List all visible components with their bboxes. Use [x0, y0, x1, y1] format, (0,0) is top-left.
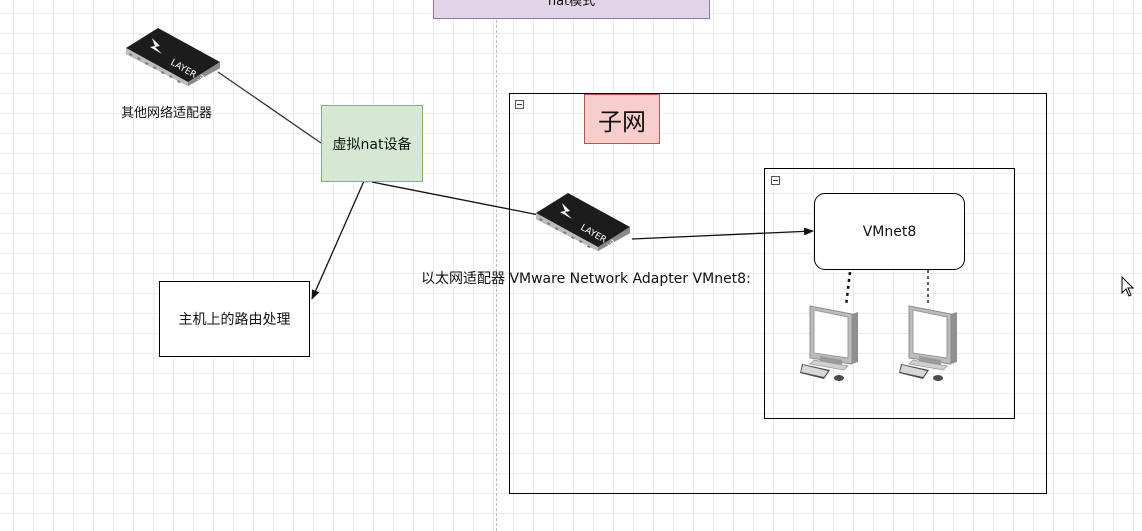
subnet-title-box[interactable]: 子网 [584, 94, 660, 144]
layer3-switch-icon[interactable]: LAYER 3 [122, 28, 222, 86]
desktop-computer-icon[interactable] [899, 304, 963, 384]
host-routing-label: 主机上的路由处理 [178, 312, 291, 328]
subnet-container[interactable] [509, 93, 1047, 494]
nat-mode-title-label: nat模式 [547, 0, 596, 9]
layer3-switch-icon[interactable]: LAYER 3 [532, 193, 632, 251]
ethernet-adapter-label: 以太网适配器 VMware Network Adapter VMnet8: [421, 271, 751, 287]
mouse-cursor-icon [1121, 276, 1135, 297]
edge-vmnet8-to-pc-left [844, 271, 852, 307]
vertical-divider [496, 0, 497, 531]
vmnet8-label: VMnet8 [862, 223, 917, 240]
nat-mode-title-box[interactable]: nat模式 [433, 0, 710, 19]
subnet-title-label: 子网 [598, 107, 646, 136]
edge-nat-to-ethernet-switch [371, 181, 545, 217]
virtual-nat-device-node[interactable]: 虚拟nat设备 [321, 105, 423, 182]
edge-nat-to-host-routing [311, 180, 365, 300]
edge-ethernet-switch-to-vmnet8 [631, 227, 814, 240]
vmnet8-container[interactable] [764, 168, 1015, 419]
host-routing-node[interactable]: 主机上的路由处理 [159, 281, 310, 357]
vmnet8-container-collapse-button[interactable] [771, 176, 780, 185]
subnet-collapse-button[interactable] [515, 100, 524, 109]
virtual-nat-device-label: 虚拟nat设备 [332, 136, 412, 153]
desktop-computer-icon[interactable] [800, 304, 864, 384]
vmnet8-node[interactable]: VMnet8 [814, 193, 965, 270]
other-adapter-label: 其他网络适配器 [121, 106, 213, 121]
edge-other-adapter-to-nat [217, 71, 322, 144]
